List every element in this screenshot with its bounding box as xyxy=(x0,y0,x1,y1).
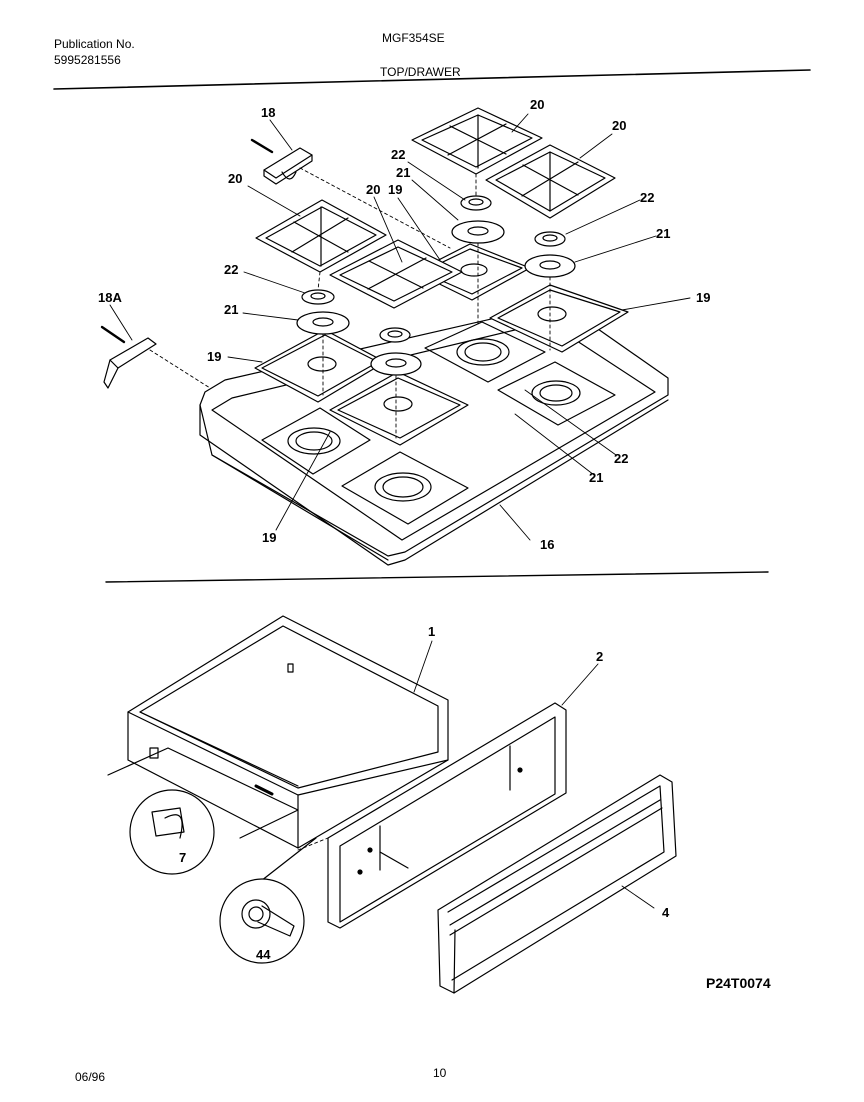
callout-18a: 18A xyxy=(98,290,122,305)
callout-18: 18 xyxy=(261,105,276,120)
callout-21-a: 21 xyxy=(396,165,411,180)
drawer-front-panel-2 xyxy=(327,702,567,929)
grate-20-rear xyxy=(411,107,543,175)
cooktop-16 xyxy=(199,305,669,566)
burner-pan-19-right xyxy=(489,284,629,353)
page-number: 10 xyxy=(433,1066,447,1080)
header-rule xyxy=(53,69,811,90)
callout-44: 44 xyxy=(256,947,271,962)
side-trim-18 xyxy=(250,138,313,185)
grate-20-left xyxy=(255,199,387,273)
drawer-handle-4 xyxy=(437,774,677,994)
figure-code: P24T0074 xyxy=(706,975,771,991)
burner-cap-22 xyxy=(301,195,566,343)
callout-4: 4 xyxy=(662,905,670,920)
callout-20-d: 20 xyxy=(366,182,381,197)
callout-16: 16 xyxy=(540,537,555,552)
drawer-alignment-lines xyxy=(297,837,329,851)
callout-21-b: 21 xyxy=(656,226,671,241)
callout-22-b: 22 xyxy=(640,190,655,205)
section-title: TOP/DRAWER xyxy=(380,65,461,79)
publication-number: 5995281556 xyxy=(54,53,121,67)
callout-22-c: 22 xyxy=(224,262,239,277)
callout-22-d: 22 xyxy=(614,451,629,466)
model-number: MGF354SE xyxy=(382,31,445,45)
alignment-lines xyxy=(149,167,551,439)
glide-detail-44 xyxy=(219,837,317,964)
callout-20-c: 20 xyxy=(228,171,243,186)
callout-1: 1 xyxy=(428,624,436,639)
callout-19-a: 19 xyxy=(388,182,403,197)
callout-20-b: 20 xyxy=(612,118,627,133)
burner-pan-19-center xyxy=(329,371,469,446)
roller-detail-7 xyxy=(107,747,299,875)
callout-leaders-top xyxy=(109,113,691,541)
callout-19-b: 19 xyxy=(696,290,711,305)
callout-19-d: 19 xyxy=(262,530,277,545)
callout-20-a: 20 xyxy=(530,97,545,112)
section-divider xyxy=(105,571,769,583)
publication-label: Publication No. xyxy=(54,37,135,51)
callout-2: 2 xyxy=(596,649,604,664)
grate-20-center xyxy=(329,239,463,309)
callout-21-d: 21 xyxy=(589,470,604,485)
side-trim-18a xyxy=(100,325,157,389)
callout-22-a: 22 xyxy=(391,147,406,162)
callout-leaders-drawer xyxy=(413,640,655,909)
callout-7: 7 xyxy=(179,850,187,865)
publication-date: 06/96 xyxy=(75,1070,106,1084)
callout-19-c: 19 xyxy=(207,349,222,364)
grate-20-right xyxy=(485,144,616,219)
callout-21-c: 21 xyxy=(224,302,239,317)
